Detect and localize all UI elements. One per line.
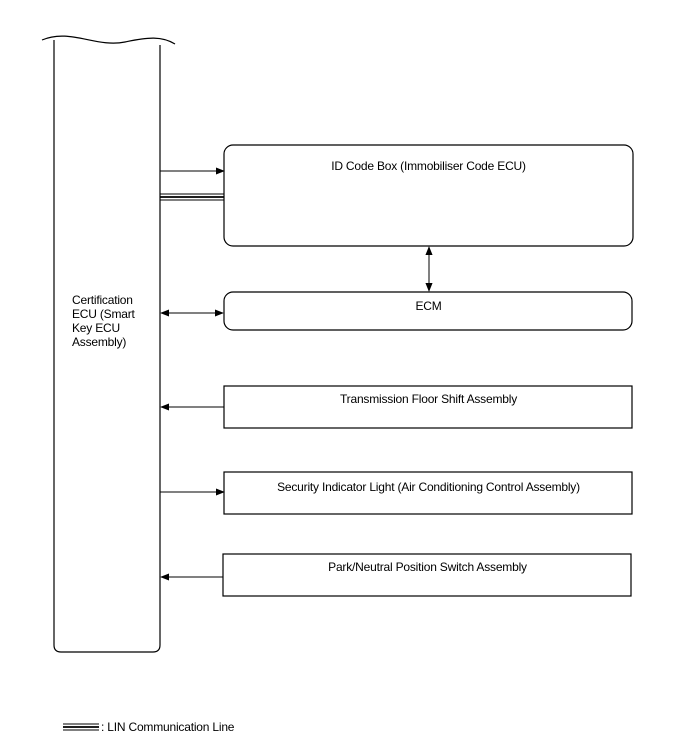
cert-ecu-label-line: ECU (Smart <box>72 307 135 321</box>
cert-ecu-label-line: Key ECU <box>72 321 120 335</box>
ecm-box <box>223 291 633 331</box>
cert-ecu-column <box>41 35 176 653</box>
cert-ecu-label-line: Certification <box>72 293 133 307</box>
park-neutral-label: Park/Neutral Position Switch Assembly <box>328 560 527 574</box>
cert-ecu-label: Certification ECU (Smart Key ECU Assembl… <box>72 293 156 349</box>
ecm-label: ECM <box>415 299 442 313</box>
id-code-box-label: ID Code Box (Immobiliser Code ECU) <box>331 159 526 173</box>
park-neutral-box <box>222 553 632 597</box>
security-light-box <box>223 471 633 515</box>
security-light-label: Security Indicator Light (Air Conditioni… <box>277 480 580 494</box>
cert-ecu-label-line: Assembly) <box>72 335 127 349</box>
transmission-label: Transmission Floor Shift Assembly <box>339 392 517 406</box>
legend-lin-symbol <box>63 723 99 731</box>
lin-line-idbox <box>160 193 224 201</box>
id-code-box <box>223 144 634 247</box>
legend-label: : LIN Communication Line <box>101 720 235 734</box>
